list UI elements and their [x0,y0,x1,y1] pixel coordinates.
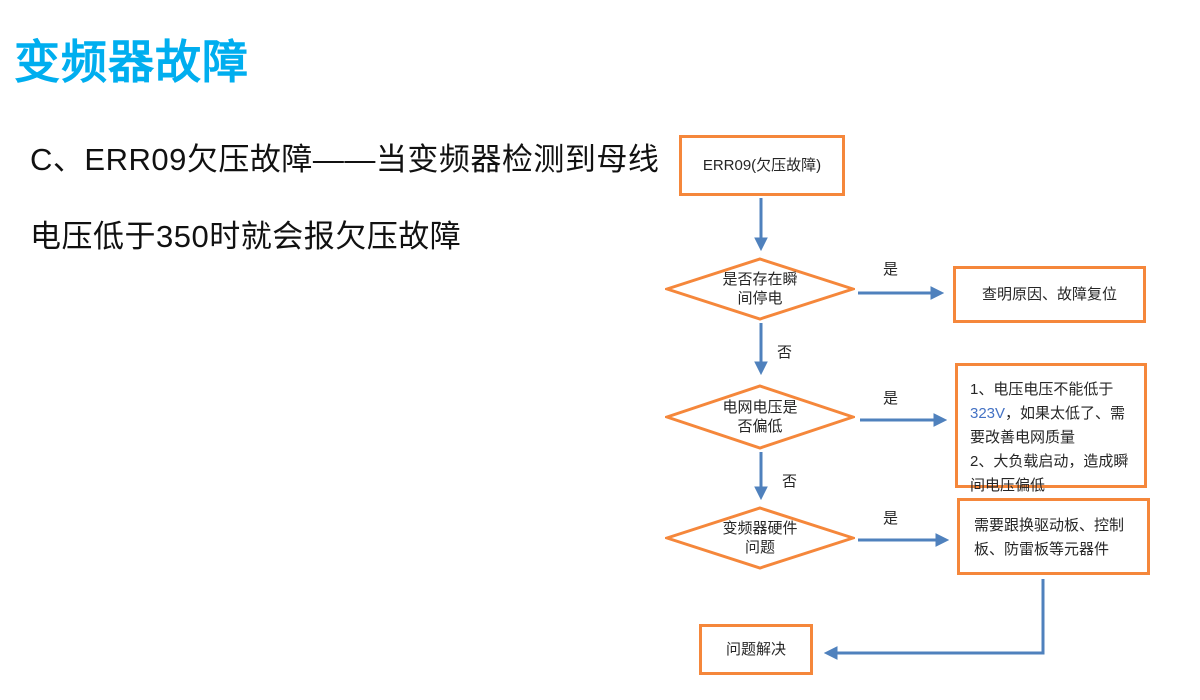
no-label-1: 否 [777,344,793,361]
body-text-line2: 电压低于350时就会报欠压故障 [30,219,462,254]
yes-label-3: 是 [883,510,899,527]
decision-momentary-power-loss: 是否存在瞬 间停电 [665,257,855,321]
body-text-line1: C、ERR09欠压故障——当变频器检测到母线 [30,142,660,177]
decision-inverter-hardware: 变频器硬件 问题 [665,506,855,570]
page-title: 变频器故障 [14,36,249,88]
yes-label-2: 是 [883,390,899,407]
result1-label: 查明原因、故障复位 [981,285,1117,303]
voltage-value: 323V [970,405,1006,422]
yes-label-1: 是 [883,261,899,278]
diamond-shape-icon [665,506,855,570]
no-label-2: 否 [782,473,798,490]
start-node-label: ERR09(欠压故障) [702,156,822,174]
diamond-shape-icon [665,257,855,321]
result-replace-boards: 需要跟换驱动板、控制板、防雷板等元器件 [957,498,1150,575]
result3-label: 需要跟换驱动板、控制板、防雷板等元器件 [974,517,1125,558]
end-node-label: 问题解决 [725,640,786,658]
result-find-cause-reset: 查明原因、故障复位 [953,266,1146,323]
decision1-label: 是否存在瞬 间停电 [722,271,798,307]
decision-grid-voltage-low: 电网电压是 否偏低 [665,384,855,450]
diamond-shape-icon [665,384,855,450]
decision3-label: 变频器硬件 问题 [722,520,798,556]
decision2-label: 电网电压是 否偏低 [722,399,798,435]
flowchart-start-node: ERR09(欠压故障) [679,135,845,196]
flowchart-end-node: 问题解决 [699,624,813,675]
